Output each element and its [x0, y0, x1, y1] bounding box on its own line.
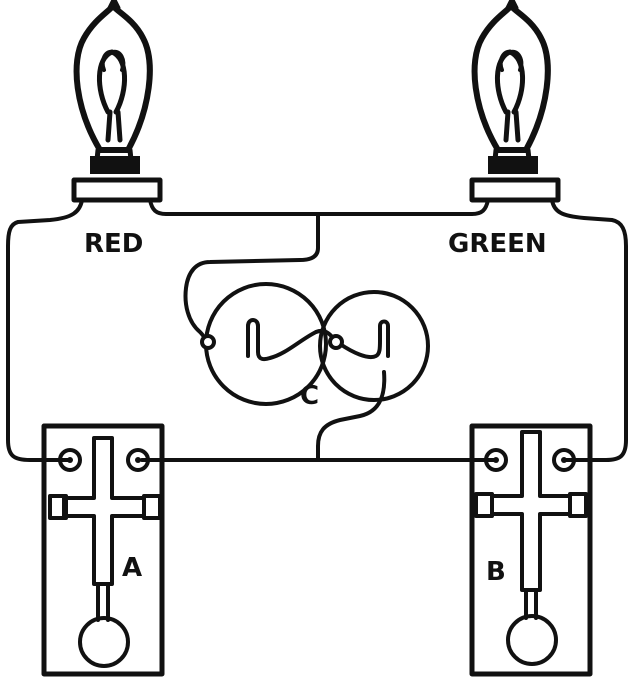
switch-a-lever	[96, 582, 110, 622]
switch-b-contact-left	[474, 492, 494, 518]
lamp-green	[469, 0, 561, 203]
label-green: GREEN	[448, 229, 547, 259]
wire-left-outer	[6, 198, 84, 462]
switch-a-terminal-left-dot	[67, 457, 73, 463]
label-b: B	[486, 557, 506, 587]
lamp-red-stem	[105, 109, 123, 143]
lamp-green-filament-top	[498, 49, 524, 72]
wire-top-bus	[148, 198, 490, 216]
switch-a-terminal-left	[58, 448, 82, 472]
bell-coil-left-inner	[246, 318, 318, 362]
switch-b-knob	[506, 614, 558, 666]
lamp-red	[71, 0, 163, 203]
switch-a-base	[41, 423, 165, 677]
label-a: A	[122, 553, 142, 583]
switch-a-terminal-right-dot	[135, 457, 141, 463]
bell-coil-right-inner	[338, 319, 390, 359]
bell-terminal-right	[328, 334, 344, 350]
wires	[6, 198, 628, 462]
switch-b-terminal-right	[552, 448, 576, 472]
switch-b-terminal-left	[484, 448, 508, 472]
lamp-green-socket	[469, 177, 561, 203]
switch-a	[41, 423, 165, 677]
lamp-red-tip	[107, 0, 121, 11]
lamp-red-socket-top	[90, 156, 140, 174]
switch-b-terminal-right-dot	[561, 457, 567, 463]
lamp-green-stem	[503, 109, 521, 143]
lamp-green-tip	[505, 0, 519, 11]
lamp-red-bulb	[73, 3, 153, 153]
switch-b	[469, 423, 593, 677]
switch-a-contact-right	[142, 494, 162, 520]
bell-c	[200, 282, 430, 406]
lamp-red-socket	[71, 177, 163, 203]
lamp-green-socket-top	[488, 156, 538, 174]
switch-b-terminal-left-dot	[493, 457, 499, 463]
switch-a-knob	[78, 616, 130, 668]
wire-right-outer	[550, 198, 628, 462]
lamp-green-bulb	[471, 3, 551, 153]
label-red: RED	[84, 229, 143, 259]
lamp-red-filament-top	[100, 49, 126, 72]
switch-b-base	[469, 423, 593, 677]
switch-b-lever	[524, 588, 538, 620]
bell-terminal-left	[200, 334, 216, 350]
wire-from-bell	[316, 370, 387, 462]
label-c: C	[300, 381, 319, 411]
switch-b-contact-right	[568, 492, 588, 518]
wire-to-bell-top	[183, 212, 320, 344]
switch-a-terminal-right	[126, 448, 150, 472]
bell-coil-right	[318, 290, 430, 402]
switch-a-contact-left	[48, 494, 68, 520]
